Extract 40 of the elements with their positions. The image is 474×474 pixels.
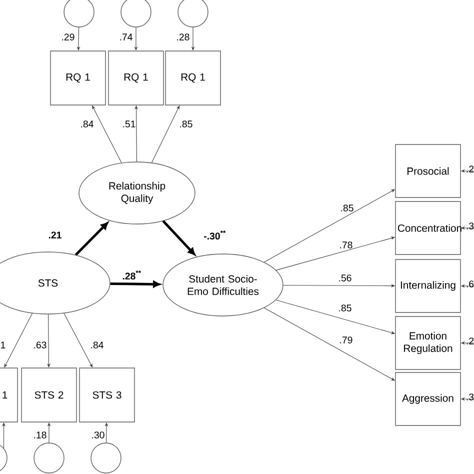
- edge-label: .3: [466, 222, 474, 230]
- edge-label: .85: [341, 204, 354, 212]
- indicator-box: Concentration: [395, 201, 462, 255]
- error-circle: [90, 442, 122, 474]
- indicator-box: 1: [0, 368, 18, 422]
- edge-label: .6: [466, 280, 474, 288]
- indicator-box: RQ 1: [108, 50, 164, 106]
- thick-arrow: [162, 220, 196, 256]
- error-circle: [34, 442, 64, 474]
- edge-label: .56: [339, 274, 352, 282]
- indicator-box: STS 2: [21, 368, 77, 422]
- indicator-box: RQ 1: [165, 50, 221, 106]
- edge-label: .63: [34, 342, 46, 348]
- thick-arrow: [74, 222, 108, 256]
- edge-label: .84: [81, 120, 94, 128]
- edge-label: .3: [466, 394, 474, 400]
- edge-label: .85: [339, 304, 352, 312]
- indicator-box: Prosocial: [395, 144, 461, 198]
- indicator-box: STS 3: [79, 368, 135, 422]
- edge-label: .29: [62, 34, 74, 40]
- edge-label: .85: [180, 120, 192, 128]
- indicator-box: Aggression: [395, 372, 461, 426]
- edge-label: 1: [1, 342, 6, 348]
- indicator-box: Emotion Regulation: [395, 316, 461, 370]
- edge-label: .28: [177, 34, 190, 40]
- edge-label: .78: [340, 242, 352, 248]
- edge-label: .2: [466, 338, 474, 344]
- indicator-box: Internalizing: [395, 259, 461, 313]
- edge-label: .51: [123, 120, 136, 128]
- edge-label: .74: [120, 34, 132, 40]
- edge-label: .84: [91, 342, 104, 348]
- edge-label: .79: [340, 336, 352, 344]
- thick-arrow: [110, 280, 160, 288]
- edge-label: -.30$^{**}$: [204, 230, 226, 240]
- edge-label: .18: [34, 432, 46, 438]
- edge-label: .28$^{**}$: [122, 270, 142, 280]
- edge-label: .21: [48, 232, 62, 238]
- edge-label: .30: [92, 432, 104, 438]
- edge-label: .2: [466, 166, 474, 172]
- indicator-box: RQ 1: [50, 50, 106, 106]
